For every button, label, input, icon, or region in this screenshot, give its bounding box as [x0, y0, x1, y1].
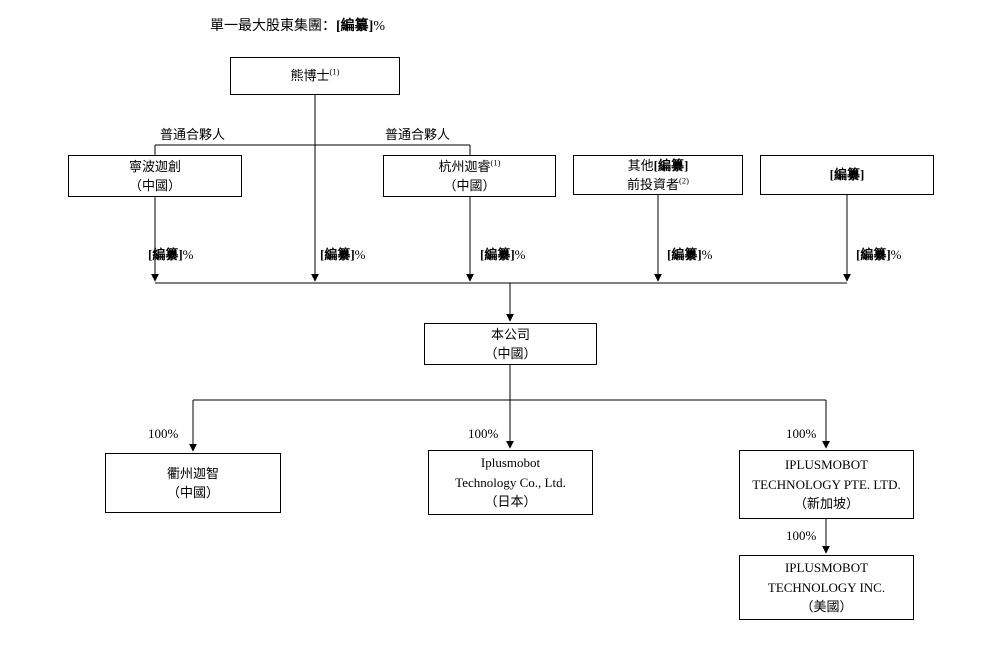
- redacted-shareholder-label: [編纂]: [829, 167, 865, 183]
- edge-label-general-partner-left: 普通合夥人: [160, 127, 226, 142]
- pct-redacted: [編纂]: [148, 247, 183, 262]
- node-hangzhou-jiarui: 杭州迦睿(1) （中國）: [383, 155, 556, 197]
- pct-redacted: [編纂]: [667, 247, 702, 262]
- node-redacted-shareholder: [編纂]: [760, 155, 934, 195]
- node-ningbo-jiachuang: 寧波迦創 （中國）: [68, 155, 242, 197]
- hangzhou-name: 杭州迦睿(1): [439, 157, 501, 177]
- other-investors-redacted: [編纂]: [653, 157, 689, 173]
- node-other-pre-investors: 其他[編纂] 前投資者(2): [573, 155, 743, 195]
- singapore-name-line2: TECHNOLOGY PTE. LTD.: [752, 476, 901, 492]
- usa-name-line2: TECHNOLOGY INC.: [767, 579, 886, 595]
- node-the-company: 本公司 （中國）: [424, 323, 597, 365]
- pct-sign: %: [890, 247, 902, 262]
- pct-sign: %: [514, 247, 526, 262]
- node-iplusmobot-japan: Iplusmobot Technology Co., Ltd. （日本）: [428, 450, 593, 515]
- edge-label-pct-hangzhou: [編纂]%: [480, 247, 526, 263]
- edge-label-pct-redacted-shareholder: [編纂]%: [856, 247, 902, 263]
- edge-label-pct-other-investors: [編纂]%: [667, 247, 713, 263]
- node-iplusmobot-singapore: IPLUSMOBOT TECHNOLOGY PTE. LTD. （新加坡）: [739, 450, 914, 519]
- diagram-title: 單一最大股東集團：[編纂]%: [210, 15, 385, 35]
- pct-sign: %: [182, 247, 194, 262]
- edge-label-100pct-quzhou: 100%: [148, 426, 179, 441]
- edge-label-100pct-singapore: 100%: [786, 426, 817, 441]
- node-quzhou-jiazhi: 衢州迦智 （中國）: [105, 453, 281, 513]
- singapore-name-line1: IPLUSMOBOT: [784, 457, 869, 473]
- pct-redacted: [編纂]: [480, 247, 515, 262]
- diagram-title-suffix: %: [373, 19, 385, 34]
- edge-label-pct-dr-xiong: [編纂]%: [320, 247, 366, 263]
- pct-sign: %: [701, 247, 713, 262]
- node-iplusmobot-usa: IPLUSMOBOT TECHNOLOGY INC. （美國）: [739, 555, 914, 620]
- company-country: （中國）: [484, 346, 537, 361]
- pct-redacted: [編纂]: [320, 247, 355, 262]
- diagram-title-redacted: [編纂]: [336, 19, 374, 34]
- quzhou-country: （中國）: [166, 485, 219, 500]
- other-investors-footnote: (2): [679, 175, 689, 186]
- singapore-country: （新加坡）: [793, 496, 859, 512]
- ningbo-name: 寧波迦創: [128, 158, 181, 174]
- diagram-title-prefix: 單一最大股東集團：: [210, 19, 336, 34]
- company-name: 本公司: [490, 326, 530, 342]
- edge-label-pct-ningbo: [編纂]%: [148, 247, 194, 263]
- japan-name-line2: Technology Co., Ltd.: [455, 474, 566, 490]
- node-dr-xiong: 熊博士(1): [230, 57, 400, 95]
- other-investors-line2: 前投資者(2): [627, 175, 689, 195]
- dr-xiong-name: 熊博士: [290, 68, 330, 84]
- hangzhou-footnote: (1): [490, 157, 501, 168]
- pct-redacted: [編纂]: [856, 247, 891, 262]
- japan-name-line1: Iplusmobot: [480, 455, 541, 471]
- node-dr-xiong-label: 熊博士(1): [291, 66, 340, 86]
- ningbo-country: （中國）: [128, 178, 181, 193]
- other-investors-line1: 其他[編纂]: [628, 156, 689, 176]
- dr-xiong-footnote: (1): [329, 66, 340, 77]
- usa-name-line1: IPLUSMOBOT: [784, 560, 869, 576]
- japan-country: （日本）: [484, 494, 537, 510]
- usa-country: （美國）: [800, 599, 853, 615]
- edge-label-100pct-japan: 100%: [468, 426, 499, 441]
- hangzhou-country: （中國）: [443, 178, 496, 193]
- other-investors-text: 前投資者: [627, 177, 680, 192]
- edge-label-100pct-usa: 100%: [786, 528, 817, 543]
- hangzhou-name-text: 杭州迦睿: [438, 158, 491, 174]
- quzhou-name: 衢州迦智: [166, 465, 219, 481]
- edge-label-general-partner-right: 普通合夥人: [385, 127, 451, 142]
- pct-sign: %: [354, 247, 366, 262]
- other-investors-prefix: 其他: [627, 157, 654, 173]
